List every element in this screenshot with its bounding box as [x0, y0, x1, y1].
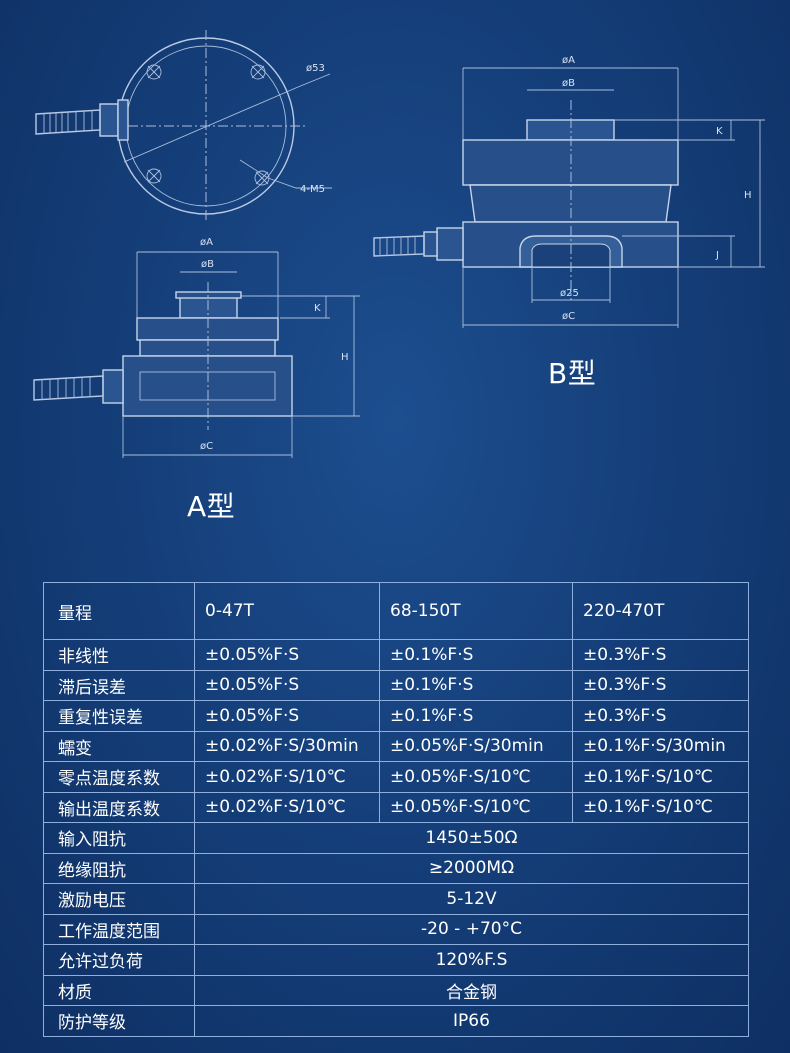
param-label: 非线性	[43, 639, 195, 671]
table-cell: ±0.1%F·S	[379, 669, 573, 701]
dim-a-phiC: øC	[200, 441, 213, 452]
table-cell: ±0.05%F·S/10℃	[379, 761, 573, 793]
top-view-drawing: ø53 4-M5	[35, 30, 332, 222]
table-row: 重复性误差 ±0.05%F·S ±0.1%F·S ±0.3%F·S	[43, 700, 749, 732]
table-cell: 合金钢	[194, 974, 749, 1006]
table-row: 蠕变 ±0.02%F·S/30min ±0.05%F·S/30min ±0.1%…	[43, 730, 749, 762]
param-label: 蠕变	[43, 730, 195, 762]
dim-b-phiC: øC	[562, 311, 575, 322]
table-cell: ±0.1%F·S/30min	[572, 730, 749, 762]
header-cell: 量程	[43, 582, 195, 640]
dim-b-phiA: øA	[562, 55, 575, 66]
table-row: 非线性 ±0.05%F·S ±0.1%F·S ±0.3%F·S	[43, 639, 749, 671]
type-a-label: A型	[187, 490, 236, 523]
type-a-drawing: øA øB øC K H	[33, 237, 360, 458]
header-cell: 0-47T	[194, 582, 380, 640]
header-cell: 220-470T	[572, 582, 749, 640]
param-label: 输出温度系数	[43, 791, 195, 823]
param-label: 绝缘阻抗	[43, 852, 195, 884]
table-cell: ≥2000MΩ	[194, 852, 749, 884]
table-cell: ±0.02%F·S/10℃	[194, 791, 380, 823]
param-label: 输入阻抗	[43, 822, 195, 854]
table-cell: ±0.05%F·S	[194, 700, 380, 732]
table-cell: ±0.1%F·S	[379, 700, 573, 732]
dim-a-phiB: øB	[201, 259, 214, 270]
dim-4-m5: 4-M5	[300, 184, 325, 195]
table-cell: ±0.1%F·S	[379, 639, 573, 671]
table-cell: ±0.02%F·S/30min	[194, 730, 380, 762]
table-cell: ±0.05%F·S	[194, 669, 380, 701]
param-label: 允许过负荷	[43, 944, 195, 976]
table-cell: ±0.05%F·S/10℃	[379, 791, 573, 823]
dim-d53: ø53	[306, 63, 325, 74]
param-label: 重复性误差	[43, 700, 195, 732]
table-row: 零点温度系数 ±0.02%F·S/10℃ ±0.05%F·S/10℃ ±0.1%…	[43, 761, 749, 793]
table-cell: 5-12V	[194, 883, 749, 915]
table-row: 输出温度系数 ±0.02%F·S/10℃ ±0.05%F·S/10℃ ±0.1%…	[43, 791, 749, 823]
technical-drawings: ø53 4-M5 øA øB øC K H	[33, 30, 765, 458]
param-label: 零点温度系数	[43, 761, 195, 793]
table-cell: 1450±50Ω	[194, 822, 749, 854]
table-header-row: 量程 0-47T 68-150T 220-470T	[43, 582, 749, 640]
type-b-drawing: øA øB ø25 øC K H J	[373, 55, 765, 328]
param-label: 材质	[43, 974, 195, 1006]
table-cell: 120%F.S	[194, 944, 749, 976]
header-cell: 68-150T	[379, 582, 573, 640]
table-cell: ±0.02%F·S/10℃	[194, 761, 380, 793]
dim-a-K: K	[314, 303, 321, 314]
table-row: 滞后误差 ±0.05%F·S ±0.1%F·S ±0.3%F·S	[43, 669, 749, 701]
dim-a-H: H	[341, 352, 349, 363]
table-cell: IP66	[194, 1005, 749, 1037]
table-row: 工作温度范围 -20 - +70°C	[43, 913, 749, 945]
table-cell: -20 - +70°C	[194, 913, 749, 945]
table-cell: ±0.1%F·S/10℃	[572, 761, 749, 793]
dim-b-H: H	[744, 190, 752, 201]
table-cell: ±0.3%F·S	[572, 669, 749, 701]
table-cell: ±0.3%F·S	[572, 700, 749, 732]
table-row: 材质 合金钢	[43, 974, 749, 1006]
param-label: 激励电压	[43, 883, 195, 915]
param-label: 防护等级	[43, 1005, 195, 1037]
param-label: 滞后误差	[43, 669, 195, 701]
table-row: 允许过负荷 120%F.S	[43, 944, 749, 976]
table-row: 防护等级 IP66	[43, 1005, 749, 1037]
table-row: 绝缘阻抗 ≥2000MΩ	[43, 852, 749, 884]
dim-b-phiB: øB	[562, 78, 575, 89]
dim-a-phiA: øA	[200, 237, 213, 248]
table-row: 激励电压 5-12V	[43, 883, 749, 915]
table-cell: ±0.3%F·S	[572, 639, 749, 671]
dim-b-K: K	[716, 126, 723, 137]
spec-table: 量程 0-47T 68-150T 220-470T 非线性 ±0.05%F·S …	[43, 582, 749, 1037]
table-row: 输入阻抗 1450±50Ω	[43, 822, 749, 854]
dim-b-J: J	[715, 250, 719, 261]
type-b-label: B型	[548, 357, 597, 390]
table-cell: ±0.05%F·S/30min	[379, 730, 573, 762]
table-cell: ±0.1%F·S/10℃	[572, 791, 749, 823]
param-label: 工作温度范围	[43, 913, 195, 945]
table-cell: ±0.05%F·S	[194, 639, 380, 671]
dim-b-d25: ø25	[560, 288, 579, 299]
